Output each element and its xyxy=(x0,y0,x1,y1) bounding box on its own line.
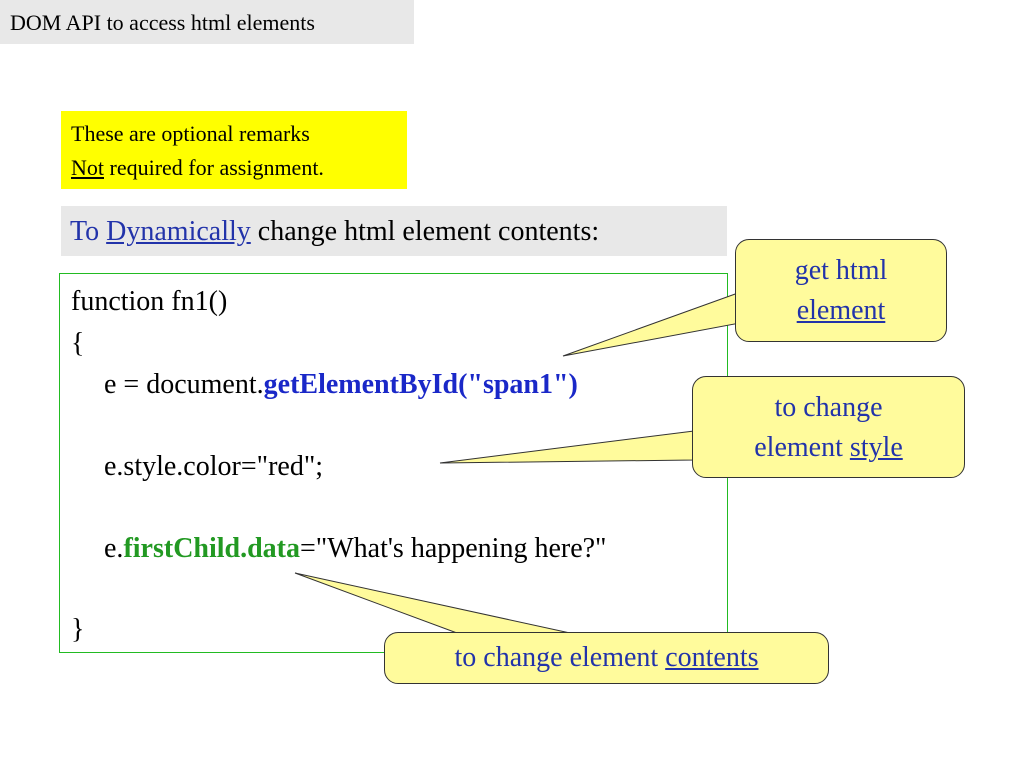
code-line-style-color: e.style.color="red"; xyxy=(104,451,324,482)
optional-remarks-note: These are optional remarks Not required … xyxy=(61,111,407,189)
code-line-first-child: e.firstChild.data="What's happening here… xyxy=(104,533,606,565)
code-line-function: function fn1() xyxy=(71,286,228,317)
callout-style-line2: element style xyxy=(693,428,964,468)
code-get-element-by-id: getElementById("span1") xyxy=(263,369,578,400)
callout-style-link[interactable]: style xyxy=(849,432,903,463)
code-first-child-data: firstChild.data xyxy=(123,533,301,564)
code-assignment-rest: ="What's happening here?" xyxy=(300,533,607,564)
slide-title: DOM API to access html elements xyxy=(0,0,414,44)
callout-element-link[interactable]: element xyxy=(796,295,886,326)
remarks-line-2: Not required for assignment. xyxy=(71,151,407,185)
callout-change-contents: to change element contents xyxy=(384,632,829,684)
heading-prefix: To xyxy=(70,216,107,247)
code-line-open-brace: { xyxy=(71,328,85,359)
remarks-line-2-rest: required for assignment. xyxy=(104,155,324,180)
callout-element-word: element xyxy=(754,432,850,463)
code-document-prefix: e = document. xyxy=(104,369,264,400)
code-block: function fn1() { e = document.getElement… xyxy=(59,273,728,653)
callout-get-html-line1: get html xyxy=(794,255,888,286)
callout-change-style: to change element style xyxy=(692,376,965,478)
heading-dynamically-link[interactable]: Dynamically xyxy=(106,216,251,247)
code-line-close-brace: } xyxy=(71,614,85,645)
code-e-prefix: e. xyxy=(104,533,124,564)
callout-contents-link[interactable]: contents xyxy=(665,642,759,673)
callout-to-change-line1: to change xyxy=(774,392,883,423)
code-line-get-element: e = document.getElementById("span1") xyxy=(104,369,578,401)
callout-get-html-element: get html element xyxy=(735,239,947,342)
callout-contents-line: to change element contents xyxy=(385,638,828,678)
remarks-not-underlined: Not xyxy=(71,155,104,180)
remarks-line-1: These are optional remarks xyxy=(71,121,310,146)
section-heading: To Dynamically change html element conte… xyxy=(61,206,727,256)
heading-suffix: change html element contents: xyxy=(250,216,600,247)
callout-contents-prefix: to change element xyxy=(454,642,666,673)
